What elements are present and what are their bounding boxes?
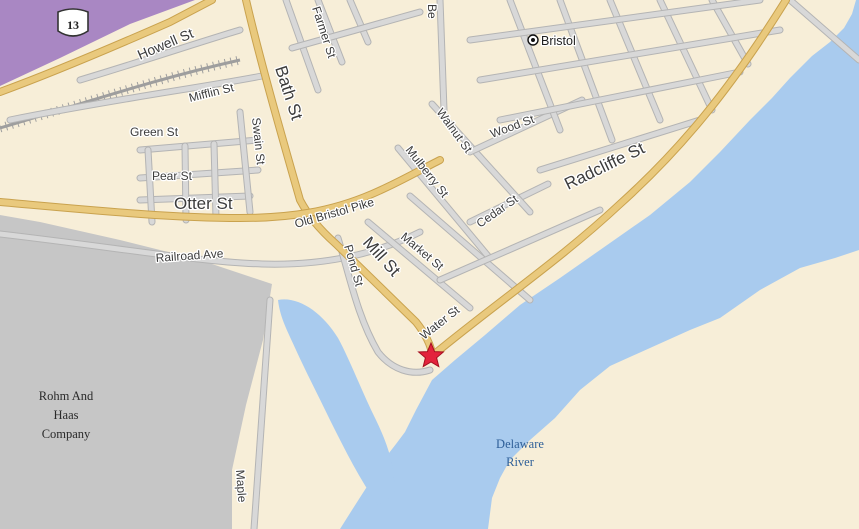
street-mifflin xyxy=(7,73,265,123)
major-roads xyxy=(0,0,790,360)
road-radcliffe-st xyxy=(429,0,789,359)
label-swain-st: Swain St xyxy=(249,117,268,166)
street-be xyxy=(437,0,447,113)
label-green-st: Green St xyxy=(130,125,179,139)
street-grid-m xyxy=(407,193,533,303)
label-otter-st: Otter St xyxy=(174,194,233,213)
poi-rohm-and-haas: Rohm And Haas Company xyxy=(39,389,94,441)
star-marker-icon[interactable] xyxy=(417,341,445,368)
street-pond xyxy=(335,235,433,375)
poi-line-2: Haas xyxy=(54,408,79,422)
island-land xyxy=(575,340,859,529)
highway-us-13 xyxy=(0,0,195,86)
us-13-shield: 13 xyxy=(57,8,89,37)
label-railroad-ave: Railroad Ave xyxy=(155,246,224,265)
street-top-right xyxy=(787,0,859,63)
street-grid-i xyxy=(467,0,763,43)
street-grid-g xyxy=(657,0,715,113)
street-grid-n xyxy=(437,207,603,283)
poi-line-3: Company xyxy=(42,427,91,441)
river-label-line-2: River xyxy=(506,455,535,469)
street-swain xyxy=(237,109,253,215)
road-bath-st xyxy=(243,0,435,359)
city-label: Bristol xyxy=(541,34,576,48)
cove-water xyxy=(278,299,395,505)
road-otter-st xyxy=(0,157,443,221)
street-grid-h xyxy=(709,0,751,67)
shield-number: 13 xyxy=(67,18,79,32)
street-grid-j xyxy=(477,27,783,83)
street-walnut xyxy=(429,101,533,215)
street-grid-l xyxy=(537,117,703,173)
poi-line-1: Rohm And xyxy=(39,389,94,403)
road-us-13 xyxy=(0,0,215,95)
street-top-b xyxy=(315,0,345,65)
label-maple: Maple xyxy=(233,469,249,503)
street-railroad xyxy=(0,229,423,267)
street-top-d xyxy=(289,9,423,51)
industrial-area xyxy=(0,215,272,529)
label-be-street: Be xyxy=(425,4,439,19)
street-grid-b xyxy=(182,143,189,223)
city-dot-icon xyxy=(527,34,539,46)
street-maple xyxy=(251,297,273,529)
street-otter-minor xyxy=(137,193,253,203)
street-green xyxy=(137,137,261,153)
street-pear xyxy=(137,167,261,181)
street-mulberry xyxy=(395,145,491,259)
label-pear-st: Pear St xyxy=(152,169,193,183)
street-top-c xyxy=(347,0,371,45)
river-label: Delaware River xyxy=(496,437,544,469)
street-grid-c xyxy=(211,141,219,221)
street-grid-a xyxy=(145,147,155,225)
river-label-line-1: Delaware xyxy=(496,437,544,451)
street-grid-k xyxy=(497,69,743,123)
street-market xyxy=(365,219,473,311)
street-cedar xyxy=(467,181,551,225)
river-water xyxy=(340,0,859,529)
street-howell xyxy=(77,27,243,83)
